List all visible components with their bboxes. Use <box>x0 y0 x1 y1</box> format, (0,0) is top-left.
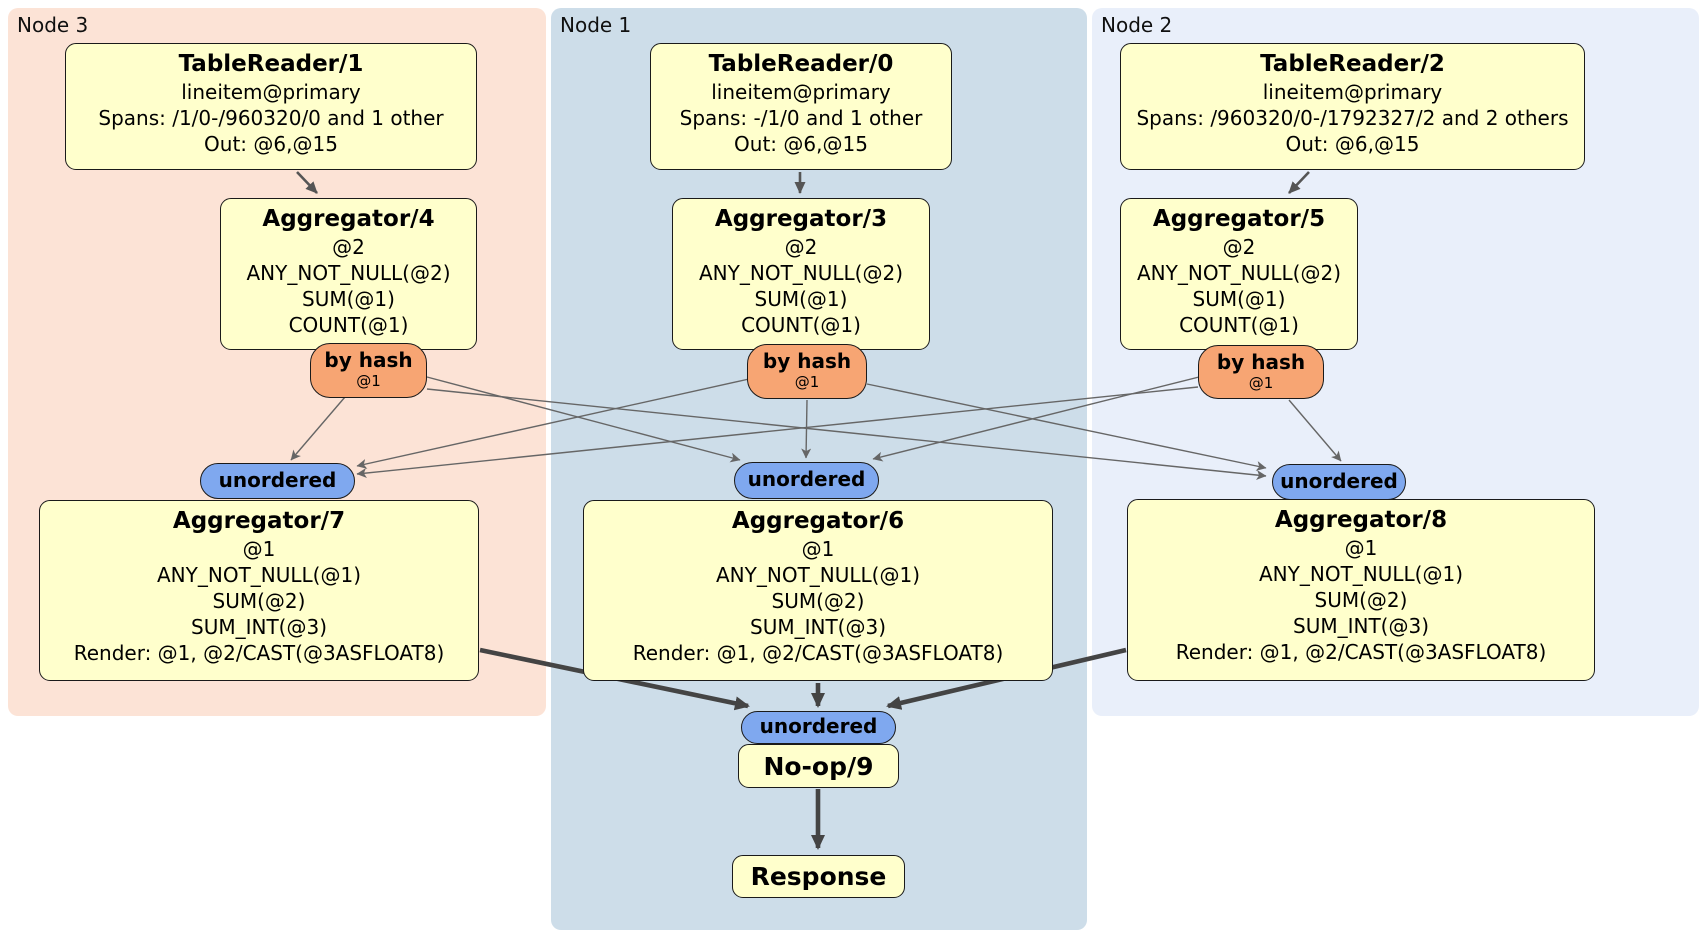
detail-line: COUNT(@1) <box>741 313 861 337</box>
detail-line: ANY_NOT_NULL(@2) <box>699 261 903 285</box>
processor-title: No-op/9 <box>763 751 874 781</box>
detail-line: ANY_NOT_NULL(@2) <box>1137 261 1341 285</box>
router-by-hash-node3: by hash @1 <box>310 343 427 398</box>
detail-line: ANY_NOT_NULL(@2) <box>246 261 451 285</box>
detail-line: Render: @1, @2/CAST(@3ASFLOAT8) <box>73 641 445 665</box>
processor-title: TableReader/1 <box>178 51 364 77</box>
edge-tr1-agg4 <box>296 171 318 194</box>
detail-line: Out: @6,@15 <box>204 132 338 156</box>
sync-unordered-node3: unordered <box>200 463 355 499</box>
edge-by1-un3 <box>356 378 750 469</box>
detail-line: SUM(@2) <box>1314 588 1408 612</box>
processor-title: Response <box>750 862 887 891</box>
panel-node2-label: Node 2 <box>1101 13 1173 37</box>
edge-by3-un2 <box>426 388 1267 480</box>
detail-line: Render: @1, @2/CAST(@3ASFLOAT8) <box>1175 640 1547 664</box>
processor-title: Aggregator/5 <box>1152 206 1326 232</box>
detail-line: Spans: /960320/0-/1792327/2 and 2 others <box>1136 106 1569 130</box>
detail-line: SUM(@1) <box>754 287 848 311</box>
detail-line: SUM(@2) <box>212 589 306 613</box>
edge-by3-un3 <box>290 396 346 461</box>
detail-line: lineitem@primary <box>1262 80 1443 104</box>
router-label: by hash <box>1216 350 1306 374</box>
panel-node1-label: Node 1 <box>560 13 632 37</box>
router-detail: @1 <box>794 373 820 391</box>
detail-line: @2 <box>784 235 818 259</box>
processor-title: Aggregator/6 <box>731 508 905 534</box>
detail-line: Out: @6,@15 <box>1285 132 1420 156</box>
edge-by2-un1 <box>872 376 1200 462</box>
processor-title: TableReader/0 <box>708 51 894 77</box>
router-by-hash-node2: by hash @1 <box>1198 345 1324 399</box>
processor-response: Response <box>732 855 905 898</box>
edge-by2-un3 <box>356 386 1199 478</box>
detail-line: COUNT(@1) <box>288 313 409 337</box>
sync-unordered-node1: unordered <box>734 462 879 499</box>
processor-title: Aggregator/4 <box>262 206 435 232</box>
detail-line: SUM_INT(@3) <box>1293 614 1429 638</box>
processor-title: Aggregator/3 <box>714 206 888 232</box>
panel-node3-label: Node 3 <box>17 13 89 37</box>
router-label: by hash <box>324 348 413 372</box>
processor-title: TableReader/2 <box>1260 51 1445 77</box>
detail-line: Spans: -/1/0 and 1 other <box>679 106 923 130</box>
edge-tr2-agg5 <box>1288 171 1310 194</box>
edge-by2-un2 <box>1288 399 1342 462</box>
detail-line: @1 <box>242 537 276 561</box>
sync-unordered-final: unordered <box>741 711 896 744</box>
detail-line: SUM(@1) <box>1192 287 1286 311</box>
detail-line: Render: @1, @2/CAST(@3ASFLOAT8) <box>632 641 1004 665</box>
edge-by1-un2 <box>866 383 1267 471</box>
detail-line: @1 <box>801 537 835 561</box>
sync-unordered-node2: unordered <box>1272 464 1406 500</box>
detail-line: SUM(@1) <box>302 287 395 311</box>
detail-line: @1 <box>1344 536 1378 560</box>
processor-title: Aggregator/7 <box>172 508 346 534</box>
router-by-hash-node1: by hash @1 <box>747 344 867 399</box>
processor-title: Aggregator/8 <box>1274 507 1448 533</box>
detail-line: ANY_NOT_NULL(@1) <box>1259 562 1463 586</box>
processor-noop-9: No-op/9 <box>738 744 899 788</box>
edge-by3-un1 <box>426 376 741 463</box>
detail-line: SUM(@2) <box>771 589 865 613</box>
detail-line: lineitem@primary <box>181 80 361 104</box>
detail-line: lineitem@primary <box>711 80 891 104</box>
router-detail: @1 <box>1248 374 1274 392</box>
detail-line: COUNT(@1) <box>1179 313 1299 337</box>
detail-line: @2 <box>1222 235 1256 259</box>
detail-line: ANY_NOT_NULL(@1) <box>716 563 920 587</box>
detail-line: @2 <box>332 235 365 259</box>
detail-line: Spans: /1/0-/960320/0 and 1 other <box>98 106 444 130</box>
router-detail: @1 <box>356 372 381 390</box>
edge-by1-un1 <box>801 399 812 459</box>
detail-line: SUM_INT(@3) <box>750 615 886 639</box>
detail-line: Out: @6,@15 <box>734 132 868 156</box>
router-label: by hash <box>762 349 852 373</box>
detail-line: ANY_NOT_NULL(@1) <box>157 563 361 587</box>
detail-line: SUM_INT(@3) <box>191 615 327 639</box>
